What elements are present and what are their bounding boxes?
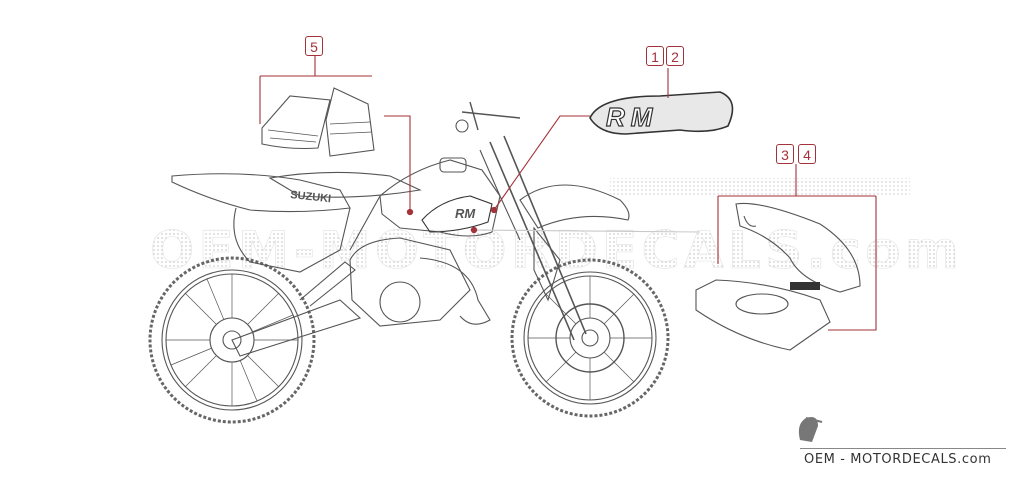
decal-3-4-shrouds — [695, 202, 861, 351]
frame — [349, 149, 521, 251]
front-fork — [489, 135, 587, 341]
callout-3[interactable]: 3 — [776, 144, 794, 164]
shroud-logo-mark — [790, 282, 820, 290]
rear-fender — [171, 173, 351, 213]
seat — [268, 171, 422, 198]
tank-shroud-decal — [421, 195, 493, 233]
callout-1[interactable]: 1 — [646, 46, 664, 66]
exhaust-pipe — [419, 257, 491, 325]
rear-wheel — [148, 256, 316, 424]
watermark: OEM-MOTORDECALS.com — [150, 178, 959, 281]
rm-logo-text: RM — [606, 102, 658, 132]
brand-divider — [800, 448, 1006, 449]
side-panel — [233, 207, 351, 273]
fuel-tank — [379, 159, 501, 237]
motorcycle-illustration — [148, 101, 670, 424]
brand-text: OEM - MOTORDECALS.com — [804, 452, 992, 467]
clutch-cover — [379, 281, 421, 323]
front-wheel — [510, 258, 670, 418]
brand-logo-icon — [798, 417, 823, 442]
handlebar — [461, 101, 521, 131]
engine — [349, 237, 471, 327]
decal-5-pieces — [261, 87, 375, 157]
fuel-cap — [439, 157, 467, 173]
callout-2[interactable]: 2 — [666, 46, 684, 66]
swing-arm — [231, 299, 362, 357]
tank-brand-text: SUZUKI — [290, 189, 332, 205]
callout-4[interactable]: 4 — [798, 144, 816, 164]
decal-1-2-rm-logo: RM — [589, 91, 734, 135]
callout-leaders — [259, 56, 877, 331]
callout-5[interactable]: 5 — [305, 36, 323, 56]
handlebar-clamp — [455, 119, 469, 133]
watermark-bar — [610, 178, 910, 196]
front-fender — [519, 184, 630, 229]
shroud-rm-text: RM — [455, 206, 476, 221]
